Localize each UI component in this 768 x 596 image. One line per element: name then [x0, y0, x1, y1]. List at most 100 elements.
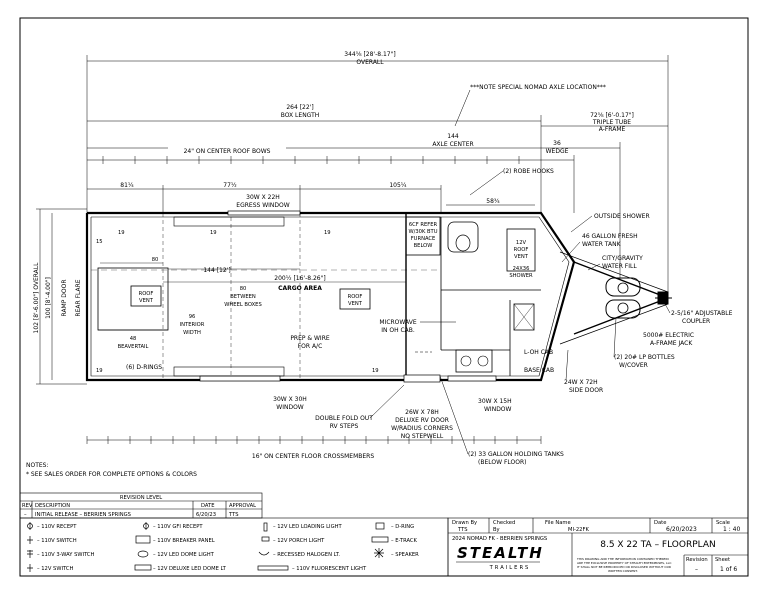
axle-note-leader	[454, 89, 471, 127]
roof-vent-12v-label1: 12V	[516, 240, 527, 246]
notes-title: NOTES:	[26, 462, 49, 469]
robe-hooks-leader	[469, 170, 504, 196]
side-door-leader	[565, 349, 569, 381]
crossmembers-label: 16" ON CENTER FLOOR CROSSMEMBERS	[252, 453, 374, 460]
dimension-wedge	[541, 155, 575, 213]
e-track-icon	[371, 536, 389, 543]
drawn-by-label: Drawn By	[452, 520, 477, 526]
tanks-label2: (BELOW FLOOR)	[478, 459, 526, 466]
dim-144: 144 [12']	[203, 267, 230, 274]
side-door-label2: SIDE DOOR	[569, 387, 603, 394]
porch-light-icon	[261, 536, 270, 542]
refer-label4: BELOW	[414, 243, 433, 249]
roof-vent-mid	[339, 288, 371, 310]
notes-line1: * SEE SALES ORDER FOR COMPLETE OPTIONS &…	[26, 471, 197, 478]
dim-105: 105¼	[389, 182, 406, 189]
file-name-value: MI-22FK	[568, 527, 589, 533]
roof-bows-label-bg	[168, 146, 286, 155]
city-water-leader	[587, 263, 601, 271]
shower-label1: 24X36	[513, 266, 530, 272]
toilet-shape	[447, 221, 479, 253]
roof-vent-rear-label2: VENT	[139, 298, 154, 304]
fluorescent-light-icon	[257, 565, 289, 571]
rear-flare-label: REAR FLARE	[75, 279, 82, 316]
city-water-label2: WATER FILL	[602, 263, 637, 270]
disclaimer-line1: THIS DRAWING AND THE INFORMATION CONTAIN…	[576, 557, 669, 561]
dimension-box-length	[87, 115, 542, 213]
prep-wire-label: PREP & WIRE	[290, 335, 330, 342]
legend-r0c1: – 110V GFI RECEPT	[153, 524, 203, 530]
triple-tube-sub1: TRIPLE TUBE	[592, 119, 631, 126]
legend-r3c0: – 12V SWITCH	[37, 566, 73, 572]
cooktop-shape	[455, 349, 493, 373]
dim-19d: 19	[96, 368, 103, 374]
legend: – 110V RECEPT – 110V SWITCH – 110V 3-WAY…	[19, 517, 449, 577]
dome-light-icon	[137, 550, 149, 558]
wedge-dim: 36	[553, 140, 561, 147]
egress-window-sub: EGRESS WINDOW	[236, 202, 289, 209]
dimension-crossmembers	[86, 436, 542, 444]
refer-label2: W/30K BTU	[408, 229, 437, 235]
roof-bows-dim: 24" ON CENTER ROOF BOWS	[184, 148, 271, 155]
dim-80a: 80	[152, 257, 159, 263]
a-frame-tongue	[559, 251, 672, 345]
fresh-tank-label1: 46 GALLON FRESH	[582, 233, 638, 240]
revision-header: REVISION LEVEL	[120, 495, 162, 501]
d-rings-label: (6) D-RINGS	[126, 364, 162, 371]
legend-r0c0: – 110V RECEPT	[37, 524, 77, 530]
egress-window: 30W X 22H	[246, 194, 280, 201]
date-label: Date	[654, 520, 666, 526]
dimension-overall	[86, 55, 669, 300]
robe-hooks-label: (2) ROBE HOOKS	[503, 168, 554, 175]
file-name-label: File Name	[545, 520, 571, 526]
brand-logo: STEALTH	[457, 544, 544, 562]
overall-width-dim: 102 [8'-6.00"] OVERALL	[33, 262, 40, 334]
dim-19b: 19	[210, 230, 217, 236]
egress-window-shape	[227, 210, 301, 216]
roof-vent-rear-label1: ROOF	[139, 291, 154, 297]
halogen-light-icon	[258, 551, 270, 556]
coupler-leader	[663, 301, 671, 314]
dim-19a: 19	[118, 230, 125, 236]
legend-r1c0: – 110V SWITCH	[37, 538, 77, 544]
rev-col-date: DATE	[201, 503, 215, 509]
jack-label2: A-FRAME JACK	[650, 340, 693, 347]
rv-door-label4: NO STEPWELL	[401, 433, 444, 440]
dim-96: 96	[189, 314, 196, 320]
steps-label2: RV STEPS	[330, 423, 359, 430]
legend-symbols	[27, 522, 389, 572]
width-label: WIDTH	[183, 330, 201, 336]
axle-note: ***NOTE SPECIAL NOMAD AXLE LOCATION***	[470, 84, 606, 91]
prep-wire-label2: FOR A/C	[298, 343, 323, 350]
l-oh-cab-label: L-OH CAB	[524, 349, 553, 356]
box-length-dim: 264 [22']	[286, 104, 313, 111]
legend-r2c3: – SPEAKER	[391, 552, 419, 558]
coupler-label1: 2-5/16" ADJUSTABLE	[671, 310, 733, 317]
roof-vent-rear	[130, 285, 162, 307]
lp-leader	[613, 317, 617, 358]
disclaimer-line4: WRITTEN CONSENT.	[608, 569, 638, 573]
dimension-widths	[36, 208, 87, 385]
rv-door-label2: DELUXE RV DOOR	[395, 417, 449, 424]
microwave-label: MICROWAVE	[379, 319, 416, 326]
outside-shower-label: OUTSIDE SHOWER	[594, 213, 650, 220]
sheet-border	[19, 17, 749, 577]
win30x15-label1: 30W X 15H	[478, 398, 512, 405]
roof-vent-12v-label3: VENT	[514, 254, 529, 260]
disclaimer-line3: IT SHALL NOT BE REPRODUCED OR DISCLOSED …	[577, 565, 671, 569]
axle-center-dim: 144	[447, 133, 459, 140]
drawn-by-value: TTS	[457, 527, 468, 533]
loading-light-icon	[263, 522, 268, 532]
legend-r2c0: – 110V 3-WAY SWITCH	[37, 552, 95, 558]
trailer-body	[85, 210, 576, 383]
fresh-tank-leader	[561, 241, 581, 263]
rev-col-approval: APPROVAL	[229, 503, 256, 509]
switch-icon	[27, 536, 33, 544]
dim-19e: 19	[372, 368, 379, 374]
breaker-panel-icon	[135, 535, 151, 544]
title-block	[447, 517, 749, 577]
legend-r0c3: – D-RING	[391, 524, 414, 530]
window-30x30-shape	[199, 375, 281, 382]
deluxe-dome-light-icon	[134, 564, 152, 571]
